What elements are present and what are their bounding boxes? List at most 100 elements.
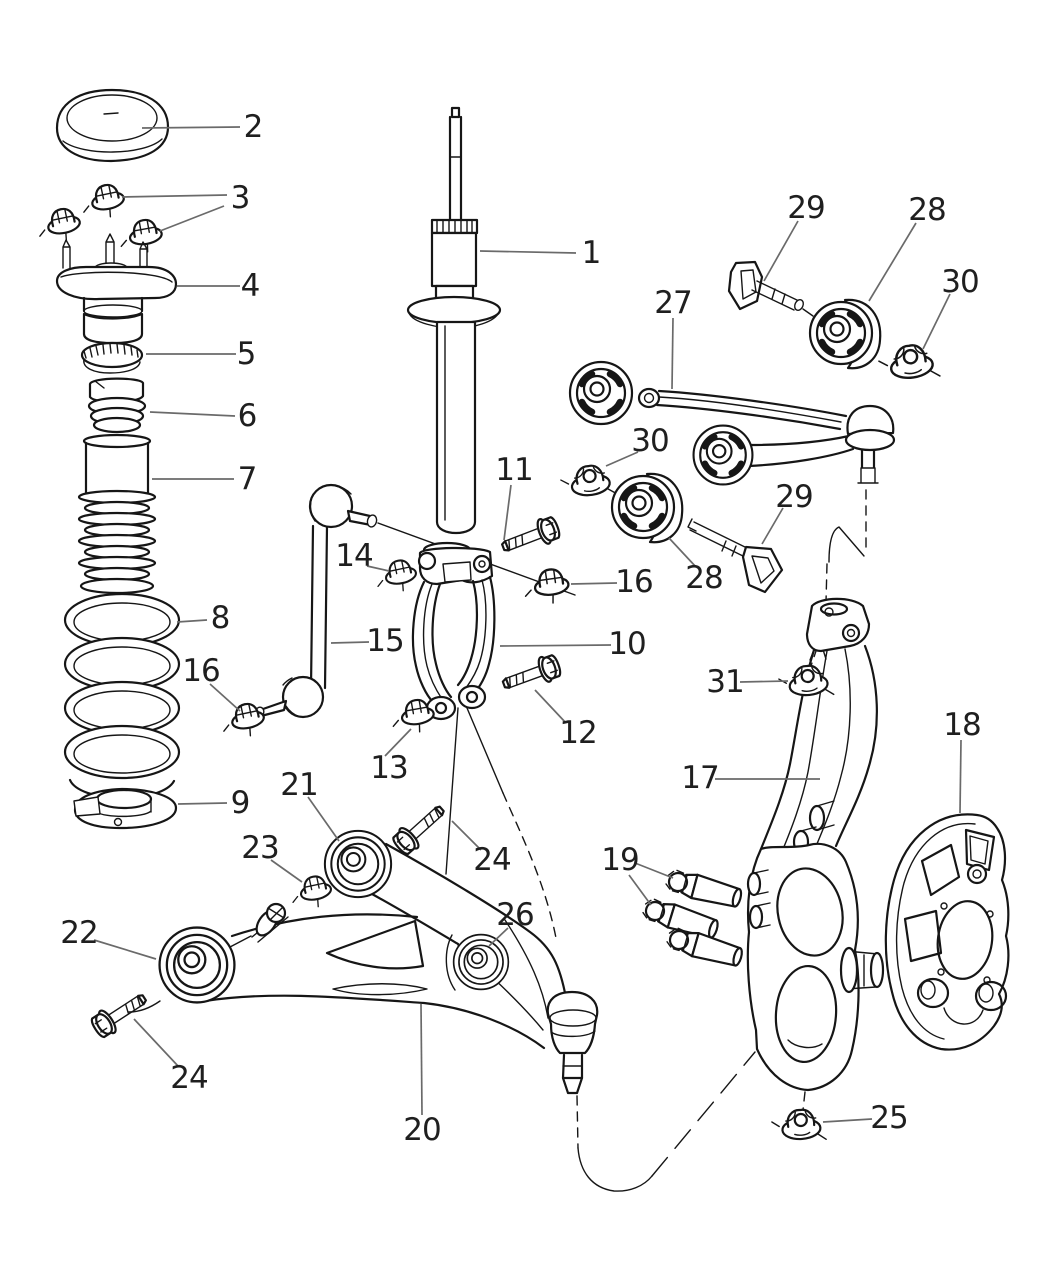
callout-20-34: 20 bbox=[403, 1003, 442, 1148]
svg-text:31: 31 bbox=[706, 664, 743, 700]
svg-text:7: 7 bbox=[238, 461, 257, 497]
callout-27-17: 27 bbox=[654, 285, 693, 390]
callout-21-27: 21 bbox=[280, 767, 340, 842]
part-nut-16b bbox=[521, 566, 572, 608]
callout-16-12: 16 bbox=[570, 564, 654, 600]
part-nut-25 bbox=[770, 1107, 828, 1145]
part-bolt-24a bbox=[388, 798, 452, 859]
callout-14-11: 14 bbox=[335, 538, 390, 574]
svg-text:26: 26 bbox=[496, 897, 533, 933]
callout-28-19: 28 bbox=[868, 192, 947, 302]
callout-3-1: 3 bbox=[121, 180, 250, 232]
svg-text:17: 17 bbox=[681, 760, 718, 796]
svg-text:10: 10 bbox=[608, 626, 645, 662]
part-dust-cap bbox=[55, 88, 170, 163]
part-steering-knuckle bbox=[746, 597, 885, 1092]
callout-2-0: 2 bbox=[141, 109, 263, 145]
svg-text:11: 11 bbox=[495, 452, 532, 488]
part-bushing-28b bbox=[612, 474, 684, 544]
svg-text:21: 21 bbox=[280, 767, 317, 803]
svg-text:9: 9 bbox=[231, 785, 250, 821]
svg-text:6: 6 bbox=[238, 398, 257, 434]
callout-5-3: 5 bbox=[146, 336, 256, 372]
part-bolt-washer-23 bbox=[229, 902, 289, 948]
callout-29-23: 29 bbox=[761, 479, 814, 545]
callout-16-7: 16 bbox=[182, 653, 241, 712]
callout-18-26: 18 bbox=[943, 707, 982, 814]
svg-text:30: 30 bbox=[631, 423, 668, 459]
callout-15-13: 15 bbox=[330, 623, 405, 659]
callout-22-29: 22 bbox=[60, 915, 157, 960]
svg-text:24: 24 bbox=[170, 1060, 207, 1096]
part-bearing bbox=[80, 341, 144, 374]
part-bolt-24b bbox=[87, 985, 153, 1042]
part-nut-23 bbox=[287, 872, 336, 913]
part-coil-spring bbox=[63, 592, 181, 800]
part-bolt-29b bbox=[687, 518, 784, 594]
callout-23-28: 23 bbox=[241, 830, 303, 883]
part-nut-30b bbox=[558, 461, 618, 502]
part-bolt-29a bbox=[727, 260, 814, 317]
svg-text:18: 18 bbox=[943, 707, 980, 743]
part-bolt-12 bbox=[498, 651, 564, 698]
callout-24-33: 24 bbox=[133, 1018, 209, 1096]
callout-13-16: 13 bbox=[370, 728, 412, 786]
callout-11-10: 11 bbox=[495, 452, 534, 541]
callout-25-35: 25 bbox=[822, 1100, 909, 1136]
svg-text:30: 30 bbox=[941, 264, 978, 300]
part-strut-mount bbox=[55, 233, 178, 345]
callout-30-21: 30 bbox=[605, 423, 670, 467]
svg-text:24: 24 bbox=[473, 842, 510, 878]
svg-text:1: 1 bbox=[582, 235, 601, 271]
callout-8-6: 8 bbox=[176, 600, 230, 636]
callout-1-9: 1 bbox=[479, 235, 601, 271]
callout-10-14: 10 bbox=[499, 626, 647, 662]
part-splash-shield bbox=[884, 813, 1010, 1051]
svg-text:4: 4 bbox=[241, 268, 260, 304]
svg-text:16: 16 bbox=[182, 653, 219, 689]
svg-text:13: 13 bbox=[370, 750, 407, 786]
svg-text:2: 2 bbox=[244, 109, 263, 145]
svg-text:28: 28 bbox=[685, 560, 722, 596]
svg-text:28: 28 bbox=[908, 192, 945, 228]
callout-28-22: 28 bbox=[668, 537, 724, 596]
callout-6-4: 6 bbox=[149, 398, 257, 434]
part-nut-14 bbox=[372, 556, 421, 597]
svg-text:5: 5 bbox=[237, 336, 256, 372]
assembly-dashed-lines-lower bbox=[445, 707, 806, 1192]
callout-19-32: 19 bbox=[601, 842, 674, 906]
callout-31-24: 31 bbox=[706, 664, 789, 700]
svg-text:29: 29 bbox=[775, 479, 812, 515]
callout-29-18: 29 bbox=[763, 190, 826, 282]
callout-12-15: 12 bbox=[534, 689, 598, 751]
svg-text:3: 3 bbox=[231, 180, 250, 216]
part-bushing-28a bbox=[810, 300, 882, 370]
part-stabilizer-link bbox=[253, 483, 378, 720]
svg-text:20: 20 bbox=[403, 1112, 440, 1148]
part-bolt-11 bbox=[497, 513, 564, 561]
svg-text:27: 27 bbox=[654, 285, 691, 321]
part-strut-fork bbox=[411, 541, 496, 721]
part-spring-seat bbox=[73, 787, 178, 830]
svg-text:22: 22 bbox=[60, 915, 97, 951]
callout-26-31: 26 bbox=[488, 897, 535, 947]
svg-text:29: 29 bbox=[787, 190, 824, 226]
svg-text:14: 14 bbox=[335, 538, 372, 574]
callout-7-5: 7 bbox=[152, 461, 257, 497]
callout-24-30: 24 bbox=[451, 820, 512, 878]
part-strut bbox=[406, 106, 502, 535]
callout-4-2: 4 bbox=[177, 268, 260, 304]
callout-9-8: 9 bbox=[177, 785, 250, 821]
callout-30-20: 30 bbox=[922, 264, 980, 350]
svg-text:25: 25 bbox=[870, 1100, 907, 1136]
callout-17-25: 17 bbox=[681, 760, 820, 796]
part-upper-control-arm bbox=[570, 362, 896, 484]
part-dust-boot bbox=[77, 433, 157, 595]
part-bolts-19 bbox=[639, 866, 746, 971]
svg-text:12: 12 bbox=[559, 715, 596, 751]
svg-text:15: 15 bbox=[366, 623, 403, 659]
svg-text:16: 16 bbox=[615, 564, 652, 600]
